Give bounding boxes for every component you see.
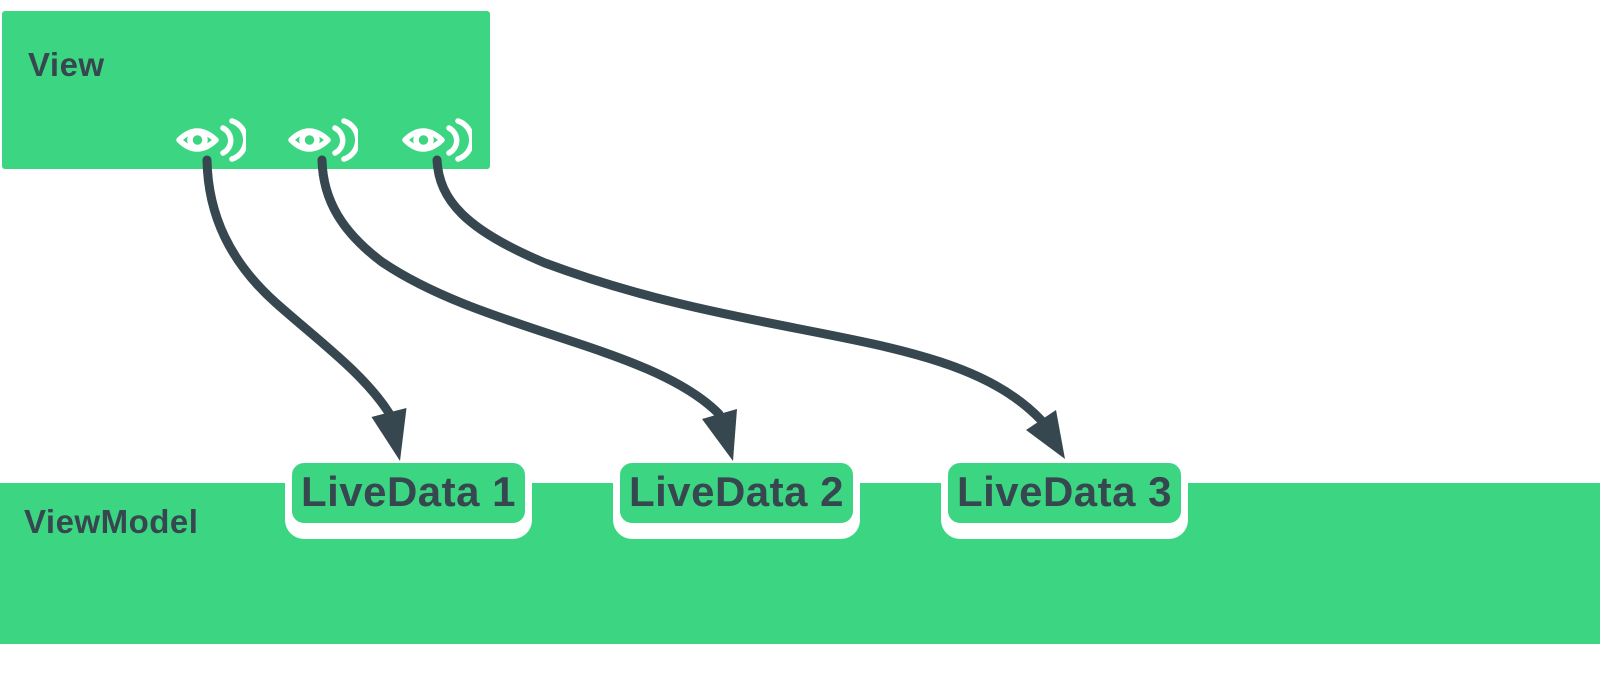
arrow-head-icon xyxy=(702,409,737,461)
livedata-1-label: LiveData 1 xyxy=(300,468,517,515)
eye-pupil-ring xyxy=(413,129,434,151)
livedata-box-2: LiveData 2 xyxy=(615,458,858,528)
observer-eye-icon-1 xyxy=(176,118,246,162)
eye-pupil-ring xyxy=(299,129,320,151)
observer-eye-icon-3 xyxy=(402,118,472,162)
viewmodel-label: ViewModel xyxy=(24,503,199,540)
signal-arc-large xyxy=(229,118,246,162)
signal-arc-small xyxy=(220,125,234,156)
eye-outline xyxy=(402,128,445,152)
arrow-observer-3-to-livedata-3 xyxy=(432,155,1065,459)
livedata-2-label: LiveData 2 xyxy=(628,468,845,515)
signal-arc-small xyxy=(446,125,460,156)
eye-outline xyxy=(176,128,219,152)
arrow-shaft xyxy=(202,155,394,418)
arrow-observer-2-to-livedata-2 xyxy=(317,155,737,461)
observer-eye-icon-2 xyxy=(288,118,358,162)
arrow-shaft xyxy=(432,155,1046,425)
arrow-head-icon xyxy=(371,408,407,461)
livedata-box-3: LiveData 3 xyxy=(943,458,1186,528)
view-box: View xyxy=(2,11,490,169)
eye-pupil-ring xyxy=(187,129,208,151)
livedata-box-1: LiveData 1 xyxy=(287,458,530,528)
signal-arc-large xyxy=(455,118,472,162)
livedata-3-label: LiveData 3 xyxy=(956,468,1173,515)
signal-arc-large xyxy=(341,118,358,162)
arrow-shaft xyxy=(317,155,724,419)
arrow-observer-1-to-livedata-1 xyxy=(202,155,407,461)
signal-arc-small xyxy=(332,125,346,156)
eye-outline xyxy=(288,128,331,152)
arrow-head-icon xyxy=(1026,410,1065,459)
view-label: View xyxy=(28,46,105,83)
